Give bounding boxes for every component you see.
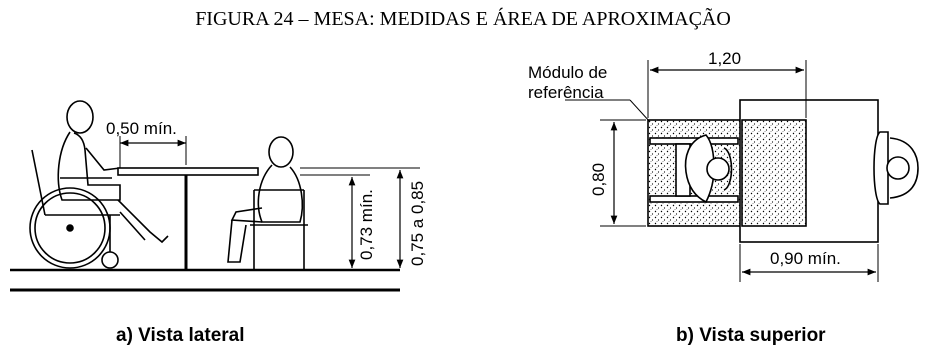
dim-depth-line (739, 244, 879, 282)
dim-width-label: 0,80 (589, 163, 608, 196)
wheelchair-top-figure (649, 134, 739, 204)
dim-width-line (600, 119, 646, 227)
side-view-caption: a) Vista lateral (116, 325, 245, 346)
dim-table-height-line (300, 167, 420, 268)
module-label-line2: referência (528, 83, 604, 102)
table-side (117, 167, 259, 270)
dim-knee-height-label: 0,73 mín. (357, 189, 376, 260)
dim-depth-label: 0,90 mín. (770, 249, 841, 268)
top-view (565, 60, 919, 282)
table-top (117, 167, 259, 176)
wheelchair-user-figure (29, 100, 169, 269)
wheelchair-caster (101, 251, 119, 269)
seated-person-top-figure (873, 131, 919, 205)
seated-person-figure (227, 136, 308, 270)
dim-table-height-label: 0,75 a 0,85 (408, 181, 427, 266)
dim-knee-height-line (300, 174, 370, 268)
top-view-caption: b) Vista superior (676, 325, 826, 346)
approach-area-under-table (741, 119, 807, 227)
wheelchair-user-head (66, 100, 94, 134)
side-view (10, 100, 420, 292)
dim-approach-line (119, 136, 187, 168)
module-label-line1: Módulo de (528, 63, 607, 82)
seated-person-head (268, 136, 294, 168)
dim-length-line (647, 60, 807, 118)
dim-length-label: 1,20 (708, 49, 741, 68)
dim-approach-label: 0,50 mín. (106, 119, 177, 138)
figure-title: FIGURA 24 – MESA: MEDIDAS E ÁREA DE APRO… (195, 8, 731, 30)
